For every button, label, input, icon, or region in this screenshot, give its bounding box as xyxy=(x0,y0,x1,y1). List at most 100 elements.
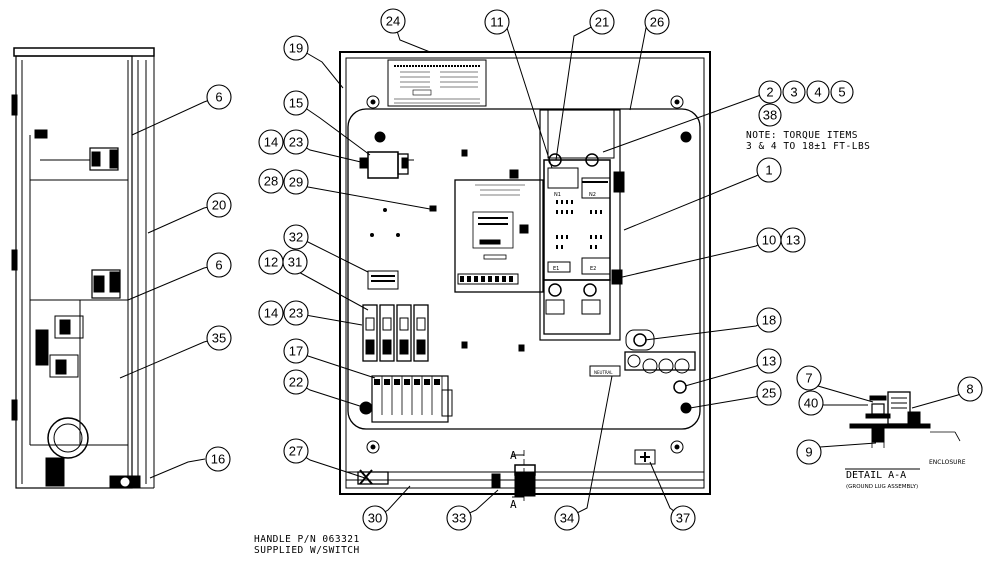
balloon-circle xyxy=(957,376,983,402)
balloon-label: 4 xyxy=(814,85,821,100)
balloon-31: 31 xyxy=(282,249,308,275)
balloon-label: 34 xyxy=(560,511,574,526)
balloon-label: 6 xyxy=(215,90,222,105)
balloon-label: 23 xyxy=(289,306,303,321)
balloon-circle xyxy=(796,439,822,465)
balloon-35: 35 xyxy=(206,325,232,351)
balloon-label: 1 xyxy=(765,163,772,178)
balloon-label: 40 xyxy=(804,396,818,411)
balloon-circle xyxy=(283,35,309,61)
balloon-14: 14 xyxy=(258,129,284,155)
balloon-circle xyxy=(206,325,232,351)
balloon-circle xyxy=(283,438,309,464)
circuit-breakers xyxy=(362,304,429,362)
balloon-17: 17 xyxy=(283,338,309,364)
balloon-label: 5 xyxy=(838,85,845,100)
balloon-label: 37 xyxy=(676,511,690,526)
balloon-circle xyxy=(283,300,309,326)
balloon-label: 24 xyxy=(386,14,400,29)
balloon-label: 16 xyxy=(211,452,225,467)
balloon-label: 3 xyxy=(790,85,797,100)
torque-note-line2: 3 & 4 TO 18±1 FT-LBS xyxy=(746,141,871,152)
enclosure-front xyxy=(339,51,711,502)
balloon-13: 13 xyxy=(780,227,806,253)
balloon-label: 31 xyxy=(288,255,302,270)
balloon-12: 12 xyxy=(258,249,284,275)
balloon-14: 14 xyxy=(258,300,284,326)
balloon-label: 14 xyxy=(264,135,278,150)
balloon-3: 3 xyxy=(782,80,806,104)
balloon-circle xyxy=(756,157,782,183)
balloon-25: 25 xyxy=(756,380,782,406)
balloon-label: 17 xyxy=(289,344,303,359)
balloon-circle xyxy=(282,249,308,275)
switch-label-n2: N2 xyxy=(589,192,596,198)
balloon-label: 29 xyxy=(289,175,303,190)
balloon-38: 38 xyxy=(758,103,782,127)
enclosure-label: ENCLOSURE xyxy=(929,459,966,466)
handle-note-line2: SUPPLIED W/SWITCH xyxy=(254,545,360,556)
balloon-circle xyxy=(380,8,406,34)
balloon-label: 19 xyxy=(289,41,303,56)
balloon-circle xyxy=(446,505,472,531)
balloon-circle xyxy=(206,84,232,110)
balloon-label: 10 xyxy=(762,233,776,248)
switch-label-e1: E1 xyxy=(553,266,559,272)
balloon-circle xyxy=(780,227,806,253)
balloon-11: 11 xyxy=(484,9,510,35)
balloon-label: 8 xyxy=(966,382,973,397)
balloon-circle xyxy=(258,300,284,326)
balloon-37: 37 xyxy=(670,505,696,531)
balloon-circle xyxy=(644,9,670,35)
balloon-circle xyxy=(806,80,830,104)
detail-subtitle: (GROUND LUG ASSEMBLY) xyxy=(846,484,918,490)
balloon-circle xyxy=(830,80,854,104)
balloon-21: 21 xyxy=(589,9,615,35)
balloon-circle xyxy=(206,252,232,278)
balloon-circle xyxy=(589,9,615,35)
balloon-circle xyxy=(554,505,580,531)
balloon-19: 19 xyxy=(283,35,309,61)
balloon-23: 23 xyxy=(283,129,309,155)
balloon-4: 4 xyxy=(806,80,830,104)
balloon-6: 6 xyxy=(206,84,232,110)
balloon-30: 30 xyxy=(362,505,388,531)
balloon-label: 14 xyxy=(264,306,278,321)
balloon-label: 38 xyxy=(763,108,777,123)
balloon-label: 25 xyxy=(762,386,776,401)
balloon-label: 33 xyxy=(452,511,466,526)
balloon-circle xyxy=(283,369,309,395)
balloon-circle xyxy=(484,9,510,35)
balloon-15: 15 xyxy=(283,90,309,116)
balloon-circle xyxy=(258,129,284,155)
balloon-32: 32 xyxy=(283,224,309,250)
balloon-6: 6 xyxy=(206,252,232,278)
handle-note-line1: HANDLE P/N 063321 xyxy=(254,534,360,545)
balloon-23: 23 xyxy=(283,300,309,326)
balloon-label: 13 xyxy=(762,354,776,369)
balloon-26: 26 xyxy=(644,9,670,35)
balloon-label: 21 xyxy=(595,15,609,30)
balloon-18: 18 xyxy=(756,307,782,333)
balloon-label: 18 xyxy=(762,313,776,328)
balloon-7: 7 xyxy=(796,365,822,391)
detail-a-a-drawing xyxy=(845,391,961,470)
balloon-circle xyxy=(796,365,822,391)
balloon-circle xyxy=(283,224,309,250)
balloon-circle xyxy=(670,505,696,531)
balloon-34: 34 xyxy=(554,505,580,531)
balloon-circle xyxy=(205,446,231,472)
balloon-1: 1 xyxy=(756,157,782,183)
balloon-2: 2 xyxy=(758,80,782,104)
balloon-label: 26 xyxy=(650,15,664,30)
balloon-label: 20 xyxy=(212,198,226,213)
balloon-circle xyxy=(283,129,309,155)
neutral-label: NEUTRAL xyxy=(594,370,613,375)
torque-note-line1: NOTE: TORQUE ITEMS xyxy=(746,130,858,141)
balloon-40: 40 xyxy=(798,390,824,416)
side-view xyxy=(11,47,155,489)
balloon-circle xyxy=(283,338,309,364)
balloon-27: 27 xyxy=(283,438,309,464)
